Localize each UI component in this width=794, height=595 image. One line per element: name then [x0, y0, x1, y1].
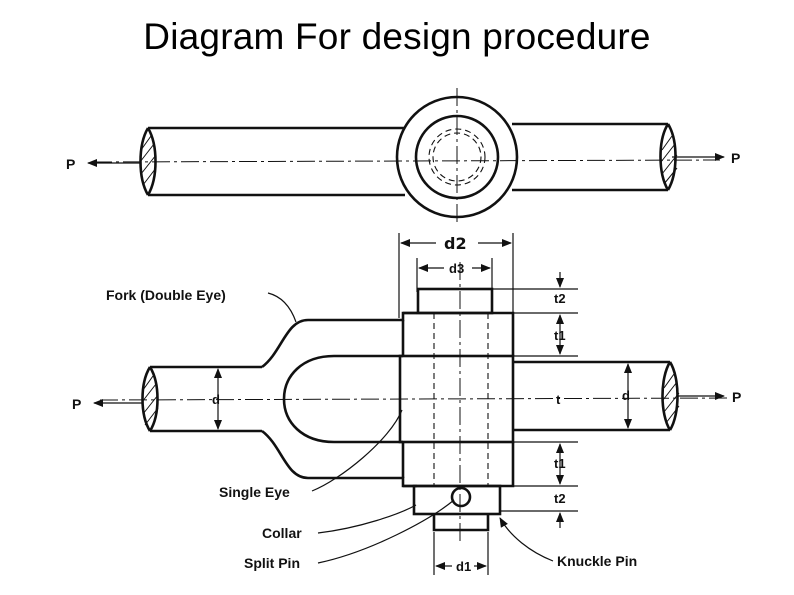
- leader-fork: [267, 292, 297, 323]
- knuckle-pin-head: [416, 287, 494, 315]
- front-left-rod-end: [141, 366, 159, 432]
- front-right-rod-end: [661, 361, 679, 431]
- fork-jaw-top: [403, 311, 515, 356]
- leader-knuckle-pin: [499, 517, 554, 562]
- label-fork: Fork (Double Eye): [106, 287, 226, 303]
- front-view: P P: [72, 262, 741, 545]
- fork-jaw-bottom: [403, 442, 515, 488]
- dim-t1-top: t1: [554, 328, 566, 343]
- dim-t: t: [556, 392, 561, 407]
- dimension-lines: d2 d3 t2 t1 t t1 t2 d: [212, 233, 632, 575]
- label-collar: Collar: [262, 525, 302, 541]
- leader-collar: [317, 504, 417, 534]
- front-right-rod: [513, 360, 670, 432]
- fork-outer-top: [261, 311, 417, 369]
- knuckle-pin-end: [432, 514, 490, 532]
- dim-t2-top: t2: [554, 291, 566, 306]
- dim-d-left: d: [212, 392, 220, 407]
- split-pin-hole: [450, 486, 472, 508]
- leader-labels: Fork (Double Eye) Single Eye Collar Spli…: [106, 287, 637, 571]
- top-right-rod: [512, 122, 668, 192]
- top-left-load-label: P: [66, 156, 75, 172]
- front-left-load-label: P: [72, 396, 81, 412]
- dim-d3: d3: [449, 261, 464, 276]
- dim-t1-bottom: t1: [554, 456, 566, 471]
- leader-split-pin: [317, 499, 455, 564]
- dim-d-right: d: [622, 388, 630, 403]
- top-left-rod: [148, 126, 405, 197]
- dim-d2: d2: [444, 234, 467, 253]
- dim-d1: d1: [456, 559, 471, 574]
- label-single-eye: Single Eye: [219, 484, 290, 500]
- dim-t2-bottom: t2: [554, 491, 566, 506]
- label-split-pin: Split Pin: [244, 555, 300, 571]
- top-view: P P: [66, 88, 740, 222]
- collar: [412, 484, 502, 516]
- fork-outer-bottom: [261, 429, 417, 488]
- label-knuckle-pin: Knuckle Pin: [557, 553, 637, 569]
- leader-single-eye: [311, 409, 403, 492]
- page-title: Diagram For design procedure: [143, 16, 651, 57]
- top-right-load-label: P: [731, 150, 740, 166]
- front-left-rod: [150, 365, 262, 433]
- front-right-load-label: P: [732, 389, 741, 405]
